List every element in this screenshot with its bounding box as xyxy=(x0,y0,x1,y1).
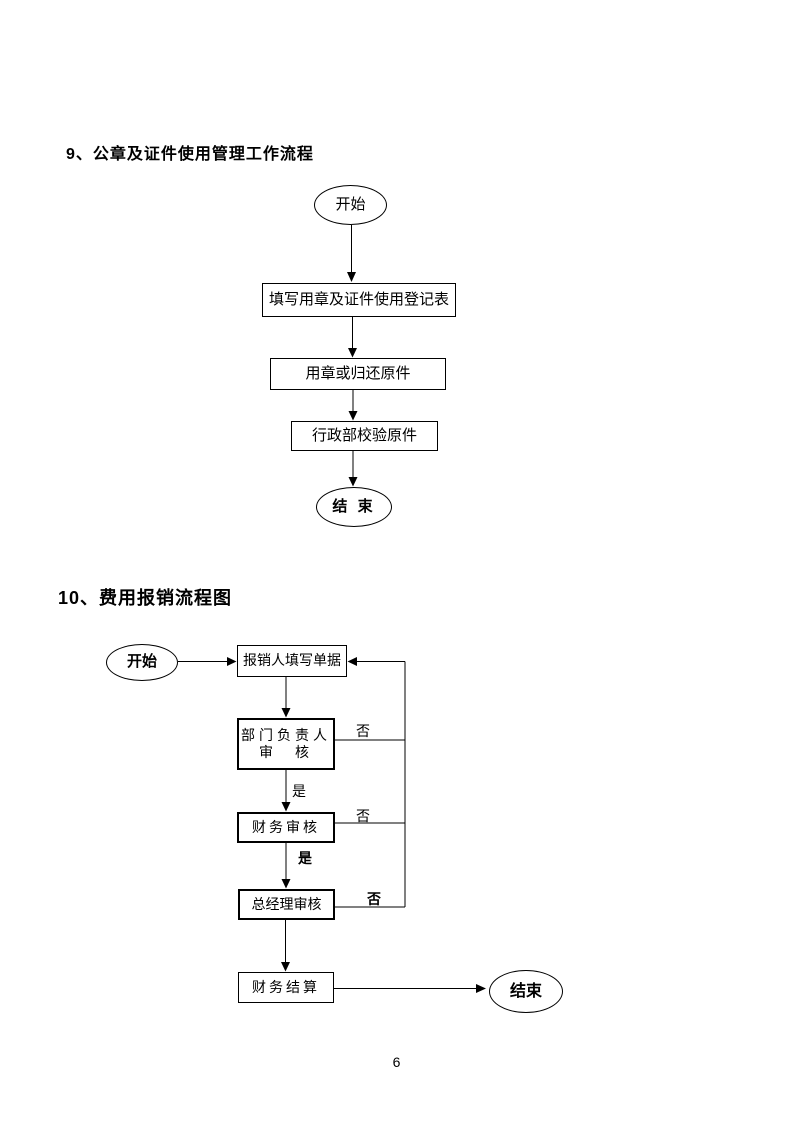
flow1-step1-label: 填写用章及证件使用登记表 xyxy=(268,290,449,308)
flow1-step3-label: 行政部校验原件 xyxy=(311,426,417,444)
flow2-step2-box: 部门负责人 审 核 xyxy=(237,718,335,770)
flow2-no-label-dept: 否 xyxy=(356,723,370,739)
flow1-arrowhead-end xyxy=(348,477,358,487)
page-number: 6 xyxy=(392,1054,401,1070)
flow1-arrowhead-step1 xyxy=(347,272,356,282)
flow2-step5-label: 财务结算 xyxy=(252,978,320,995)
flow2-arrowhead-step2 xyxy=(281,708,291,718)
flow2-arrowhead-step5 xyxy=(281,962,290,972)
flow2-step1-label: 报销人填写单据 xyxy=(243,652,341,669)
flow2-no-label-finance: 否 xyxy=(356,808,370,824)
flow1-arrowhead-step3 xyxy=(348,411,358,421)
flow2-start-terminator: 开始 xyxy=(106,644,178,681)
flow2-step1-box: 报销人填写单据 xyxy=(237,645,347,677)
flow1-start-terminator: 开始 xyxy=(314,185,387,225)
flow2-step2-label-line2: 审 核 xyxy=(259,744,313,760)
flow2-arrowhead-step1-in xyxy=(227,657,237,666)
flow2-end-terminator: 结束 xyxy=(489,970,563,1013)
flow2-yes-label-dept: 是 xyxy=(292,783,306,799)
flow2-yes-label-finance: 是 xyxy=(298,850,312,866)
flow2-arrowhead-step4 xyxy=(281,879,291,889)
section-10-heading: 10、费用报销流程图 xyxy=(58,588,233,608)
flow2-end-label: 结束 xyxy=(509,982,542,1000)
flow2-arrowhead-step3 xyxy=(281,802,291,812)
flow1-start-label: 开始 xyxy=(335,195,366,213)
flow1-arrowhead-step2 xyxy=(348,348,357,358)
flow2-arrowhead-return xyxy=(347,657,357,666)
flow2-step2-label-line1: 部门负责人 xyxy=(241,726,331,743)
flow2-step5-box: 财务结算 xyxy=(238,972,334,1003)
flow2-step3-label: 财务审核 xyxy=(252,818,320,835)
flow2-arrowhead-end xyxy=(476,984,486,993)
flow1-step2-label: 用章或归还原件 xyxy=(305,364,411,382)
flow1-step3-box: 行政部校验原件 xyxy=(291,421,438,451)
flow2-step3-box: 财务审核 xyxy=(237,812,335,843)
flow2-no-label-gm: 否 xyxy=(367,891,381,907)
section-9-heading: 9、公章及证件使用管理工作流程 xyxy=(66,146,314,163)
flow1-end-label: 结 束 xyxy=(332,497,376,515)
flow2-step4-box: 总经理审核 xyxy=(238,889,335,920)
flow1-end-terminator: 结 束 xyxy=(316,487,392,527)
flow2-start-label: 开始 xyxy=(126,653,157,671)
flow1-step2-box: 用章或归还原件 xyxy=(270,358,446,390)
flow2-step4-label: 总经理审核 xyxy=(251,895,322,912)
flow1-step1-box: 填写用章及证件使用登记表 xyxy=(262,283,456,317)
